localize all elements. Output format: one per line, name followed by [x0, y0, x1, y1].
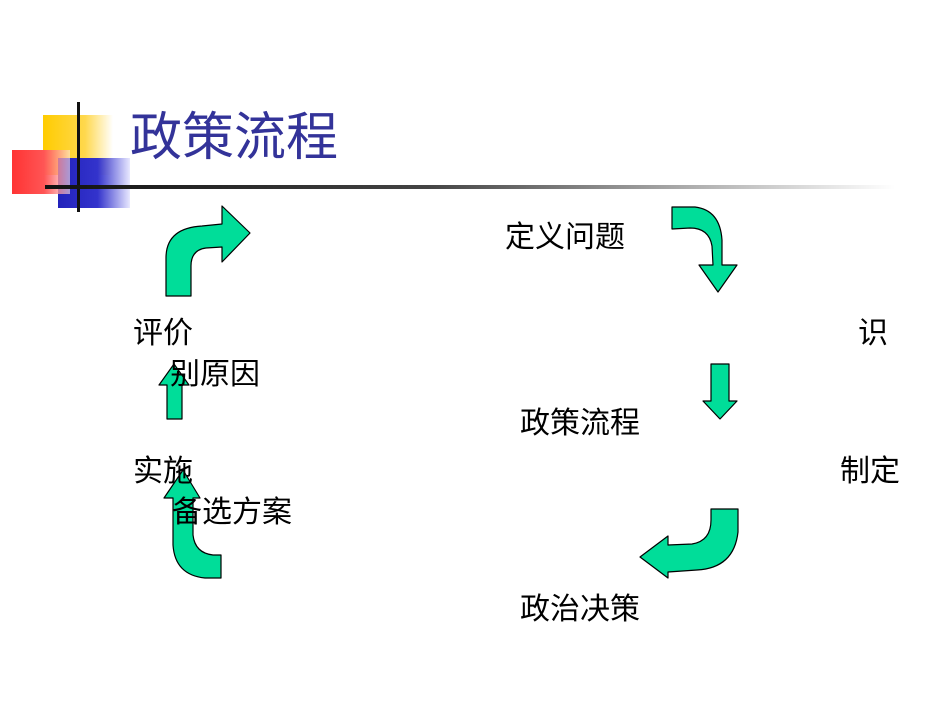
arrow-define-to-identify — [671, 206, 738, 293]
title-underline — [45, 185, 895, 189]
arrow-identify-to-formulate — [702, 363, 738, 420]
step-political-decision: 政治决策 — [520, 592, 640, 627]
step-implement: 实施 — [133, 454, 193, 489]
arrow-up-left — [158, 363, 190, 420]
step-identify-cause-part1: 识 — [858, 316, 888, 351]
decor-blue-square — [58, 158, 130, 208]
step-define-problem: 定义问题 — [505, 220, 625, 255]
arrow-evaluate-to-define — [165, 205, 251, 297]
diagram-center-label: 政策流程 — [520, 406, 640, 441]
step-evaluate: 评价 — [133, 316, 193, 351]
arrow-implement-to-evaluate — [163, 469, 222, 579]
decor-vertical-line — [77, 102, 80, 212]
step-formulate-part2: 备选方案 — [172, 495, 292, 530]
step-formulate-part1: 制定 — [840, 454, 900, 489]
arrow-formulate-to-decide — [639, 508, 739, 579]
step-identify-cause-part2: 别原因 — [170, 357, 260, 392]
page-title: 政策流程 — [130, 108, 339, 168]
